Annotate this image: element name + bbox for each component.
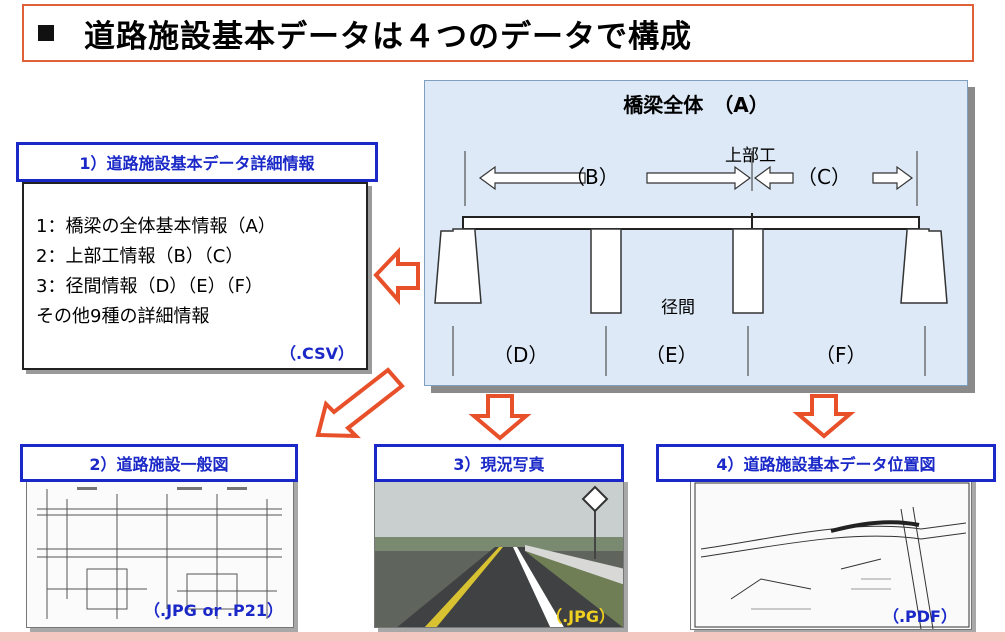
general-drawing-thumbnail: （.JPG or .P21） (26, 478, 294, 628)
page-title-box: 道路施設基本データは４つのデータで構成 (22, 4, 974, 62)
label-e: （E） (645, 343, 698, 367)
hollow-arrow-icon (792, 394, 856, 439)
label-superstructure: 上部工 (725, 146, 776, 166)
bridge-diagram: 橋梁全体 （A） （B） （C） 上部工 径間 （D） （E） （F） (424, 80, 968, 386)
bridge-title: 橋梁全体 （A） (623, 93, 769, 117)
csv-extension: （.CSV） (279, 344, 354, 363)
page-title: 道路施設基本データは４つのデータで構成 (84, 18, 692, 55)
jpg-extension: （.JPG） (546, 607, 615, 626)
detail-info-box: 1：橋梁の全体基本情報（A） 2：上部工情報（B）（C） 3：径間情報（D）（E… (22, 182, 368, 370)
bottom-band (0, 632, 1005, 641)
section4-title: 4）道路施設基本データ位置図 (656, 444, 996, 482)
section2-title: 2）道路施設一般図 (20, 444, 298, 482)
section1-title: 1）道路施設基本データ詳細情報 (16, 142, 378, 182)
section3-title: 3）現況写真 (374, 444, 624, 482)
label-span: 径間 (661, 298, 695, 318)
label-b: （B） (565, 165, 619, 189)
detail-line-3: 3：径間情報（D）（E）（F） (36, 276, 264, 297)
hollow-arrow-icon (373, 247, 420, 306)
detail-line-1: 1：橋梁の全体基本情報（A） (36, 216, 276, 237)
label-c: （C） (797, 165, 851, 189)
bullet-square-icon (38, 25, 54, 41)
location-map-thumbnail: （.PDF） (690, 478, 972, 630)
pdf-extension: （.PDF） (882, 607, 957, 626)
hollow-arrow-icon (468, 394, 532, 441)
label-d: （D） (493, 343, 549, 367)
detail-line-2: 2：上部工情報（B）（C） (36, 246, 244, 267)
bridge-drawing (434, 151, 948, 376)
label-f: （F） (815, 343, 867, 367)
current-photo-thumbnail: （.JPG） (374, 478, 624, 628)
p21-extension: （.JPG or .P21） (144, 601, 283, 620)
detail-line-4: その他9種の詳細情報 (36, 306, 210, 327)
hollow-arrow-icon (315, 367, 405, 439)
